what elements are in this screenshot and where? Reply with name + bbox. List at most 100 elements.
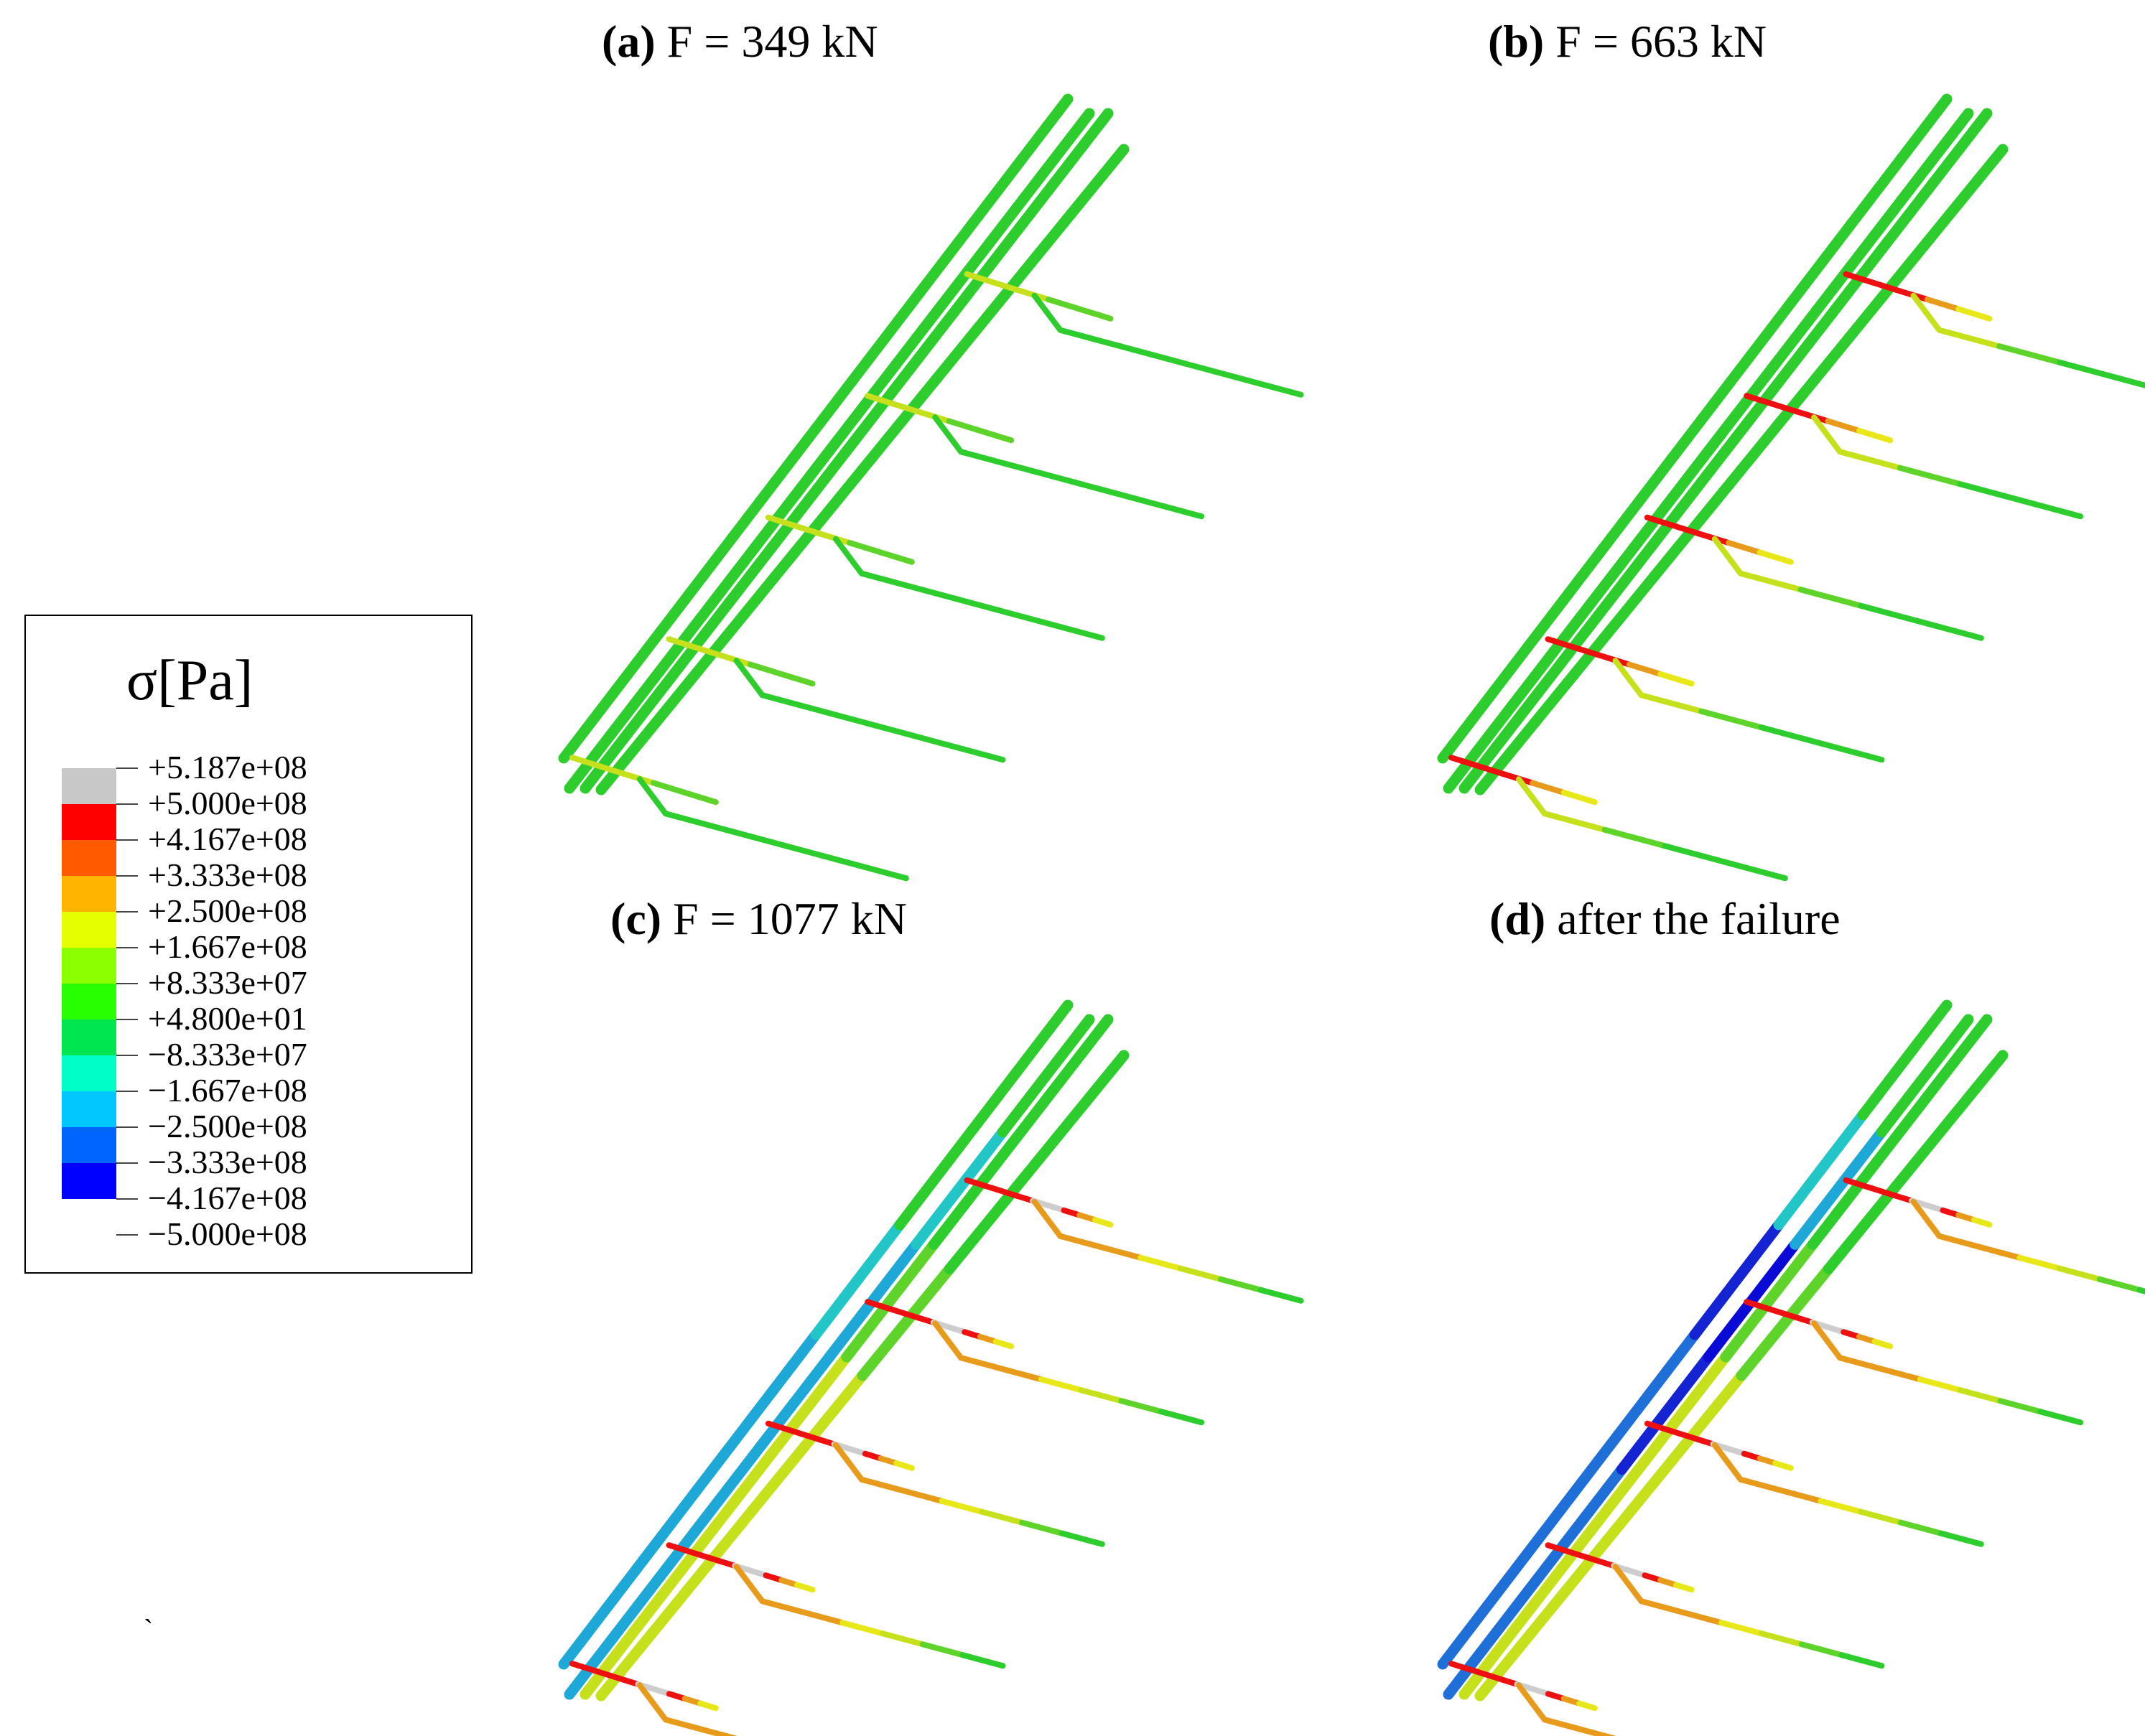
legend-tick <box>116 1198 138 1200</box>
legend-label: −8.333e+07 <box>148 1036 307 1073</box>
stirrup-hook <box>1868 279 1899 293</box>
longitudinal-rebar <box>1437 1549 1532 1670</box>
stirrup-long-leg <box>1759 724 1825 747</box>
stirrup-hook <box>1570 1550 1601 1564</box>
stirrup-long-leg <box>1601 826 1668 849</box>
stirrup-bend <box>1811 414 1830 438</box>
legend-label: −5.000e+08 <box>148 1215 307 1252</box>
longitudinal-rebar <box>1443 1576 1541 1700</box>
legend-band <box>62 768 116 804</box>
stirrup-long-leg <box>898 1487 945 1504</box>
stirrup-long-leg <box>979 1508 1025 1526</box>
stirrup-long-leg <box>783 843 850 865</box>
stirrup-long-leg <box>1996 343 2062 365</box>
longitudinal-rebar <box>1545 558 1644 681</box>
stirrup-long-leg <box>839 1620 886 1637</box>
longitudinal-rebar <box>682 571 781 689</box>
stirrup-long-leg <box>1936 327 2003 350</box>
legend-tick <box>116 1091 138 1092</box>
panel-title-a: (a) F = 349 kN <box>602 19 878 65</box>
panel-label-d: (d) <box>1489 893 1546 944</box>
stirrup-long-leg <box>918 587 985 609</box>
longitudinal-rebar <box>1616 1351 1714 1475</box>
legend-tick <box>116 803 138 805</box>
stirrup-long-leg <box>1541 1717 1588 1734</box>
longitudinal-rebar <box>737 445 835 569</box>
stirrup-long-leg <box>759 692 826 714</box>
longitudinal-rebar <box>1545 1464 1644 1587</box>
longitudinal-rebar <box>651 1464 748 1587</box>
stirrup-bend <box>1044 1215 1064 1239</box>
stirrup-long-leg <box>819 708 886 731</box>
longitudinal-rebar <box>841 332 939 457</box>
longitudinal-rebar <box>1807 1126 1906 1250</box>
panel-label-a: (a) <box>602 16 656 67</box>
stirrup-long-leg <box>1837 449 1903 471</box>
stirrup-long-leg <box>1038 1376 1084 1394</box>
legend-tick <box>116 983 138 984</box>
longitudinal-rebar <box>1910 144 2009 262</box>
longitudinal-rebar <box>911 220 1008 344</box>
stirrup-upper-arm <box>946 418 983 434</box>
legend-band <box>62 1091 116 1127</box>
legend-label: −3.333e+08 <box>148 1144 307 1180</box>
stirrup-upper-arm <box>1657 671 1695 687</box>
stirrup-long-leg <box>1818 740 1885 763</box>
longitudinal-rebar <box>1649 464 1747 582</box>
longitudinal-rebar <box>810 313 906 434</box>
stirrup-bend <box>945 431 964 455</box>
stirrup-long-leg <box>1059 1530 1105 1547</box>
longitudinal-rebar <box>997 1014 1095 1138</box>
longitudinal-rebar <box>1736 357 1834 475</box>
legend-label: −1.667e+08 <box>148 1072 307 1109</box>
stirrup-bend <box>1711 1442 1731 1465</box>
stirrup-upper-arm <box>977 427 1015 444</box>
stirrup-long-leg <box>858 570 925 593</box>
longitudinal-rebar <box>770 1370 868 1488</box>
panel-text-d: after the failure <box>1545 893 1841 944</box>
longitudinal-rebar <box>666 558 766 681</box>
longitudinal-rebar <box>1530 1464 1627 1587</box>
stirrup-bend <box>1625 1581 1644 1605</box>
panel-text-a: F = 349 kN <box>655 16 878 67</box>
stirrup-long-leg <box>1858 1508 1904 1526</box>
longitudinal-rebar <box>978 93 1074 215</box>
stirrup-bend <box>932 414 951 438</box>
stirrup-upper-arm <box>878 549 915 565</box>
legend-title: σ[Pa] <box>126 649 253 712</box>
legend-band <box>62 912 116 948</box>
legend-label: +3.333e+08 <box>148 857 307 893</box>
stirrup-bend <box>932 1320 951 1344</box>
stirrup-hook <box>1769 401 1800 415</box>
longitudinal-rebar <box>1633 1351 1731 1475</box>
stirrup-bend <box>945 1338 964 1361</box>
stirrup-long-leg <box>1798 1641 1845 1658</box>
legend-tick <box>116 875 138 877</box>
legend-tick <box>116 1234 138 1236</box>
longitudinal-rebar <box>1823 251 1922 368</box>
longitudinal-rebar <box>1876 1014 1974 1138</box>
stirrup-bend <box>636 1682 656 1706</box>
stirrup-bend <box>845 1459 865 1483</box>
legend-band <box>62 840 116 876</box>
stirrup-upper-arm <box>1955 306 1993 322</box>
stirrup-hook <box>666 636 697 650</box>
longitudinal-rebar <box>1605 423 1700 544</box>
stirrup-hook <box>1448 755 1479 769</box>
longitudinal-rebar <box>1633 445 1731 569</box>
stirrup-long-leg <box>1117 343 1183 365</box>
stirrup-long-leg <box>799 1609 846 1626</box>
stirrup-upper-arm <box>1045 297 1083 312</box>
stirrup-long-leg <box>1957 1387 2004 1404</box>
stirrup-hook <box>890 1307 921 1321</box>
stirrup-long-leg <box>1158 1409 1205 1426</box>
stirrup-bend <box>1031 292 1051 316</box>
stirrup-long-leg <box>1237 375 1304 398</box>
longitudinal-rebar <box>1790 1126 1887 1250</box>
longitudinal-rebar <box>1616 445 1714 569</box>
longitudinal-rebar <box>651 558 748 681</box>
stirrup-long-leg <box>1858 602 1925 625</box>
legend-label: +8.333e+07 <box>148 964 307 1001</box>
stirrup-upper-arm <box>992 1338 1015 1350</box>
stirrup-hook <box>1669 1428 1700 1442</box>
